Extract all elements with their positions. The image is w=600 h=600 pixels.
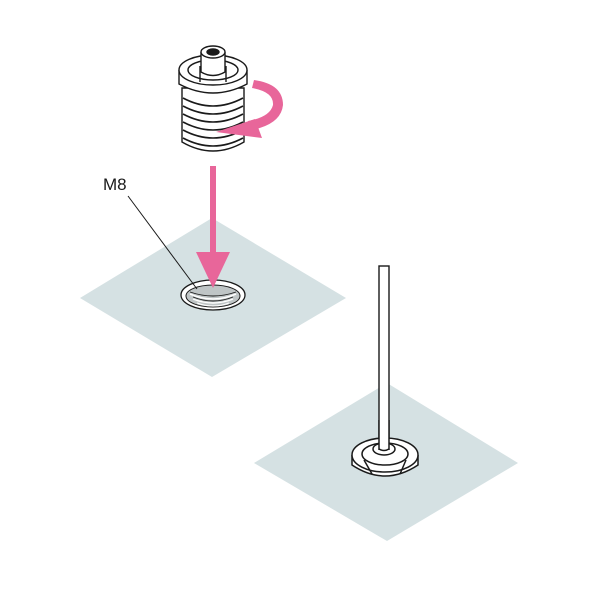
thread-leader-line [127, 195, 198, 290]
left-step: M8 [80, 45, 346, 377]
insert-arrow-icon [196, 166, 230, 288]
threaded-hole [180, 279, 246, 311]
thread-size-label: M8 [103, 175, 127, 194]
base-flange-icon [351, 420, 419, 477]
threaded-insert-icon [178, 45, 248, 152]
right-step [254, 265, 518, 541]
rotate-arrow-icon [216, 80, 283, 138]
